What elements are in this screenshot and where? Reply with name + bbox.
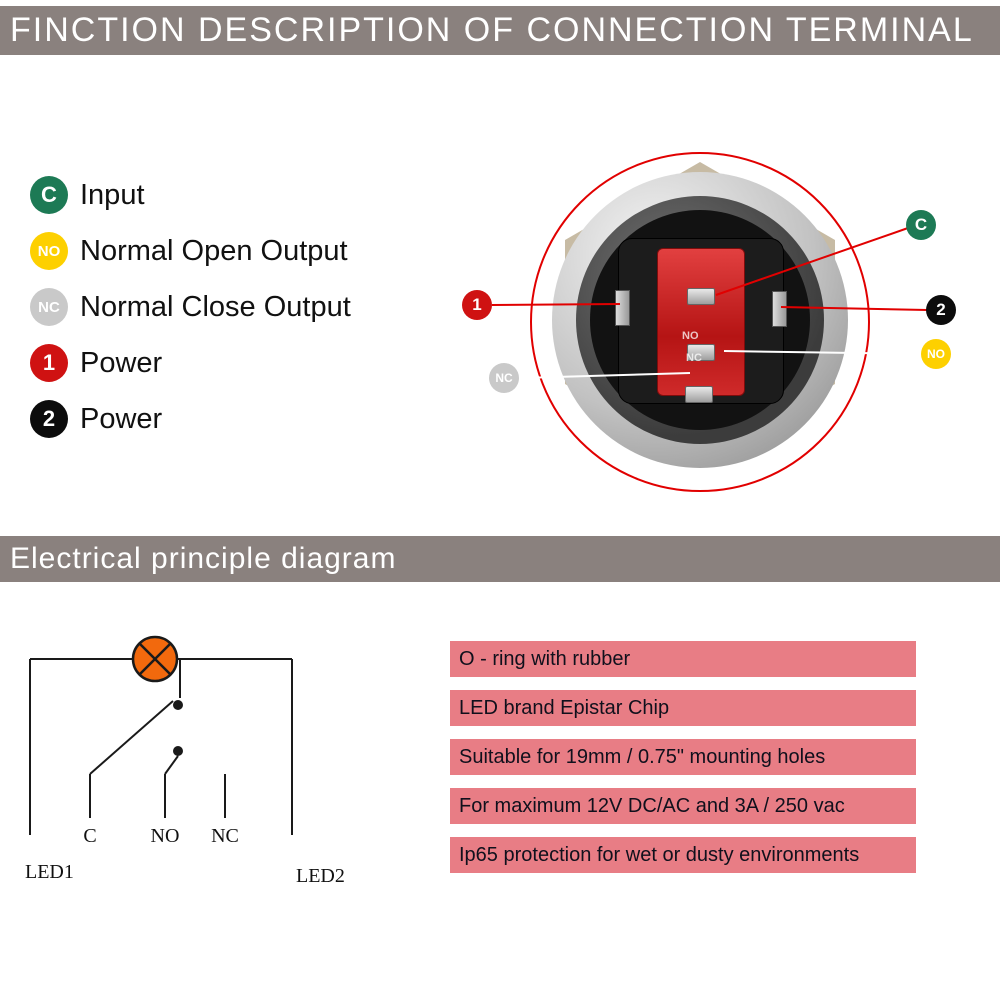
callout-badge-nc: NC (489, 363, 519, 393)
callout-badge-2: 2 (926, 295, 956, 325)
terminal-legend: C Input NO Normal Open Output NC Normal … (30, 176, 351, 438)
legend-item-power-1: 1 Power (30, 344, 351, 382)
legend-label-normal-open: Normal Open Output (80, 234, 348, 267)
power-blade-1 (615, 290, 630, 326)
power-blade-2 (772, 291, 787, 327)
molded-nc-marking: NC (686, 352, 702, 364)
callout-badge-no: NO (921, 339, 951, 369)
circuit-svg: C NO NC LED1 LED2 (25, 635, 345, 887)
label-led1: LED1 (25, 861, 74, 883)
legend-label-input: Input (80, 178, 145, 211)
molded-no-marking: NO (682, 330, 699, 342)
callout-badge-c: C (906, 210, 936, 240)
feature-o-ring: O - ring with rubber (450, 641, 916, 677)
legend-item-normal-close: NC Normal Close Output (30, 288, 351, 326)
terminal-c-badge: C (30, 176, 68, 214)
section-title-electrical-diagram: Electrical principle diagram (0, 536, 1000, 582)
switch-back-photo: NO NC (500, 140, 900, 510)
label-led2: LED2 (296, 865, 345, 887)
legend-item-power-2: 2 Power (30, 400, 351, 438)
label-c: C (83, 825, 96, 847)
contact-upper (173, 700, 183, 710)
terminal-1-badge: 1 (30, 344, 68, 382)
page-title: FINCTION DESCRIPTION OF CONNECTION TERMI… (0, 6, 1000, 55)
feature-list: O - ring with rubber LED brand Epistar C… (450, 641, 916, 886)
legend-item-input: C Input (30, 176, 351, 214)
feature-ip65: Ip65 protection for wet or dusty environ… (450, 837, 916, 873)
red-highlight-circle (530, 152, 870, 492)
no-link (164, 755, 179, 775)
red-terminal-block (657, 248, 745, 396)
terminal-tab-nc (685, 386, 713, 403)
callout-badge-1: 1 (462, 290, 492, 320)
legend-label-power-1: Power (80, 346, 163, 379)
feature-max-rating: For maximum 12V DC/AC and 3A / 250 vac (450, 788, 916, 824)
circuit-diagram: C NO NC LED1 LED2 (20, 628, 360, 908)
switch-arm (89, 700, 174, 775)
terminal-2-badge: 2 (30, 400, 68, 438)
lamp-cross-2 (138, 642, 172, 676)
feature-mounting-holes: Suitable for 19mm / 0.75" mounting holes (450, 739, 916, 775)
label-nc: NC (211, 825, 239, 847)
terminal-tab-no (687, 344, 715, 361)
label-no: NO (151, 825, 180, 847)
contact-lower (173, 746, 183, 756)
legend-label-power-2: Power (80, 402, 163, 435)
terminal-tab-c (687, 288, 715, 305)
legend-label-normal-close: Normal Close Output (80, 290, 351, 323)
feature-led-brand: LED brand Epistar Chip (450, 690, 916, 726)
legend-item-normal-open: NO Normal Open Output (30, 232, 351, 270)
terminal-no-badge: NO (30, 232, 68, 270)
terminal-nc-badge: NC (30, 288, 68, 326)
